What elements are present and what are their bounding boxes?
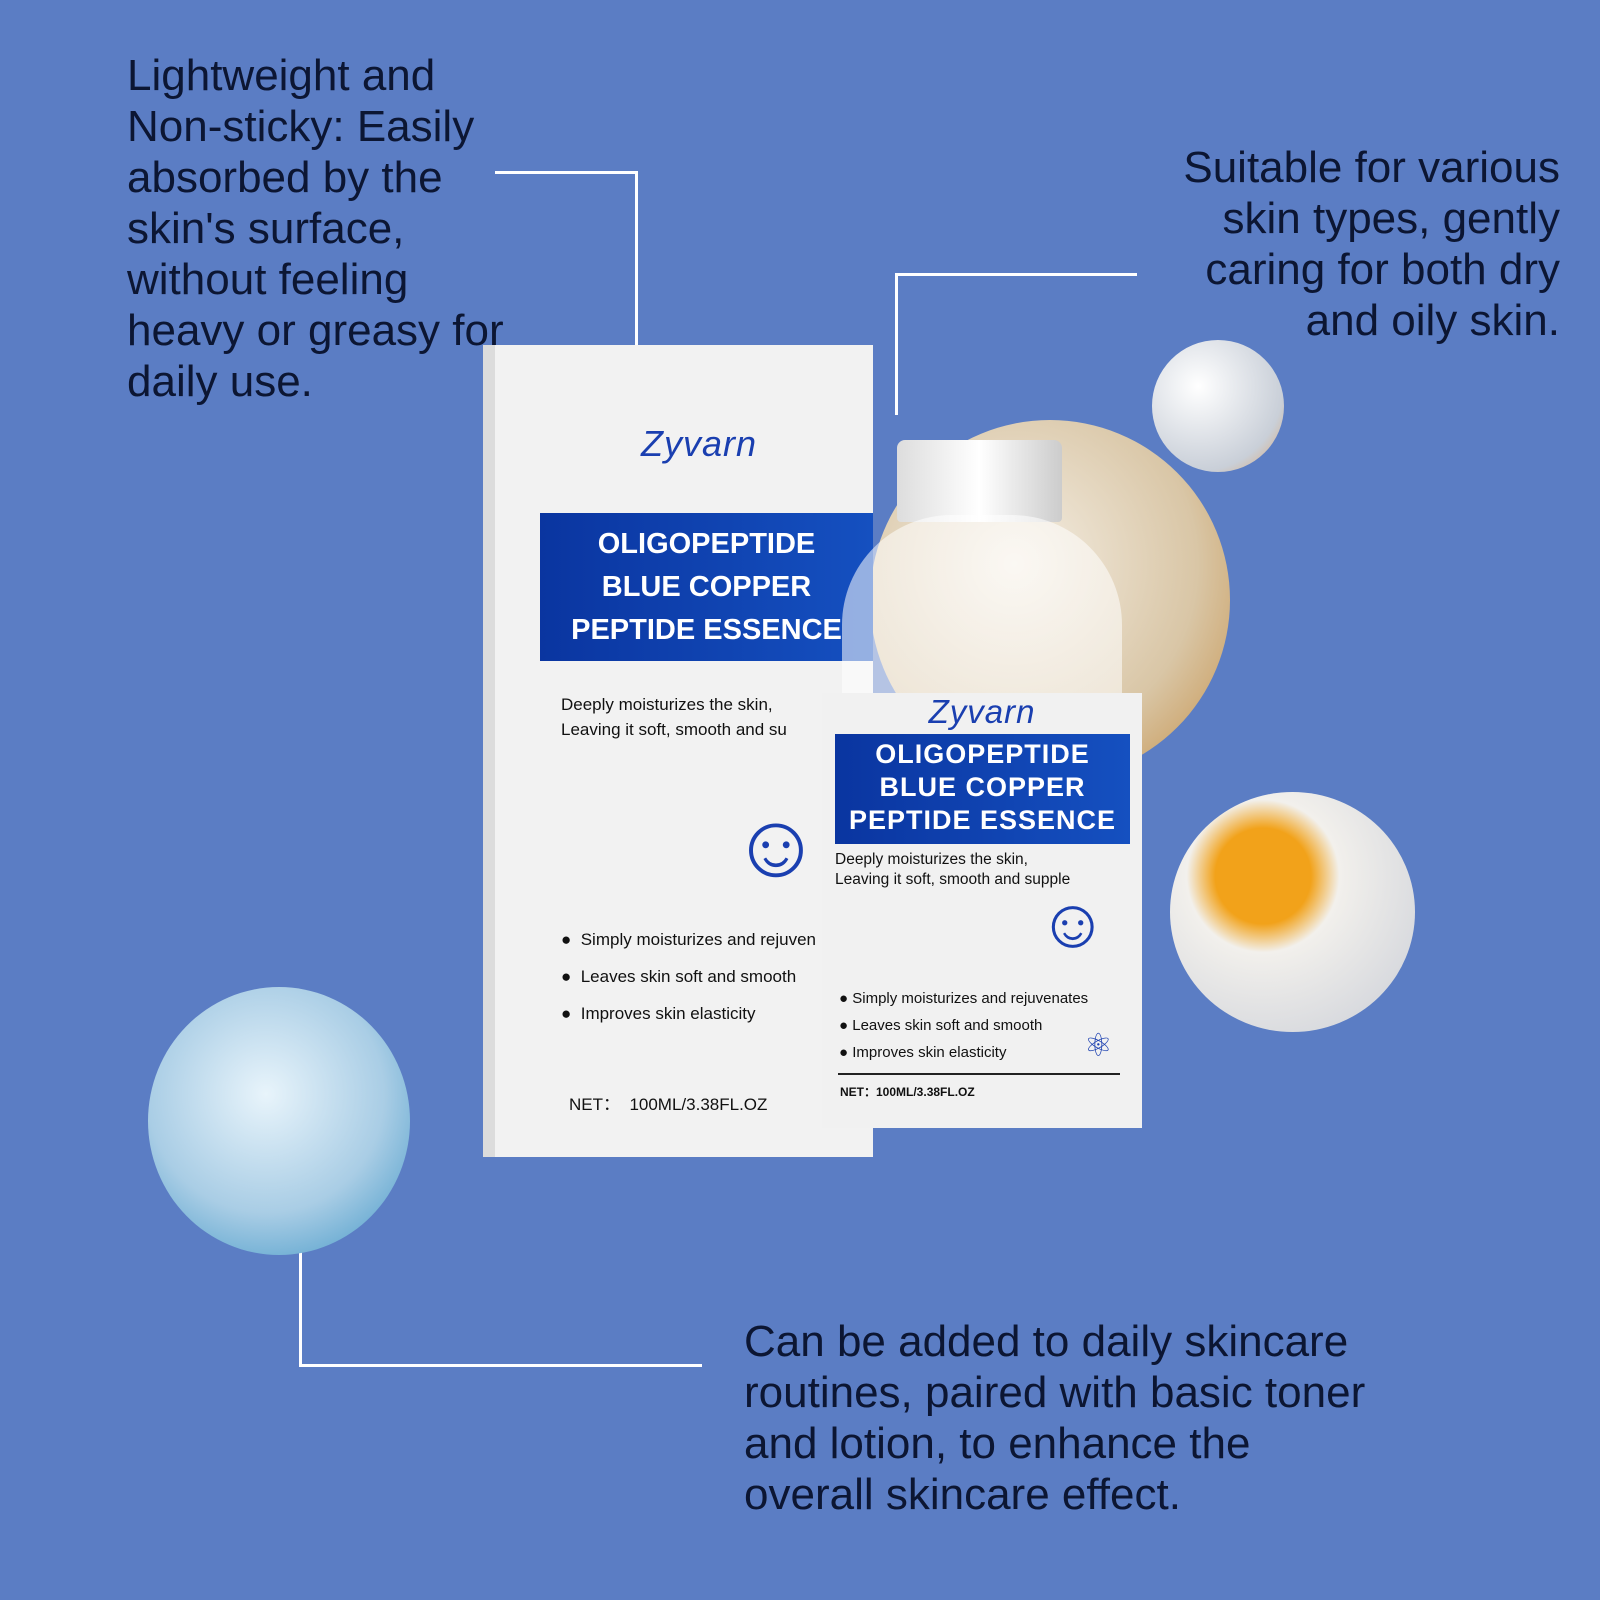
tagline-line: Leaving it soft, smooth and su [561, 720, 787, 739]
bottle-bullet: ● Leaves skin soft and smooth [839, 1017, 1043, 1034]
box-product-name: OLIGOPEPTIDE BLUE COPPER PEPTIDE ESSENCE [540, 513, 873, 661]
callout-line [635, 171, 638, 349]
name-line: PEPTIDE ESSENCE [571, 614, 842, 646]
face-icon: ☺ [1037, 884, 1109, 962]
bullet-text: Simply moisturizes and rejuven [580, 930, 816, 949]
product-box: Zyvarn OLIGOPEPTIDE BLUE COPPER PEPTIDE … [495, 345, 873, 1157]
box-tagline: Deeply moisturizes the skin, Leaving it … [561, 692, 787, 742]
feature-text-lightweight: Lightweight and Non-sticky: Easily absor… [127, 51, 504, 406]
callout-line [895, 273, 1137, 276]
bottle-cap [897, 440, 1062, 522]
name-line: OLIGOPEPTIDE [597, 528, 816, 560]
box-bullet: ● Leaves skin soft and smooth [561, 967, 797, 986]
name-line: BLUE COPPER [879, 772, 1086, 802]
bottle-brand-logo: Zyvarn [928, 693, 1036, 730]
feature-text-skin-types: Suitable for various skin types, gently … [1183, 143, 1560, 345]
callout-line [895, 273, 898, 415]
bottle-product-name: OLIGOPEPTIDE BLUE COPPER PEPTIDE ESSENCE [835, 734, 1130, 844]
tagline-line: Leaving it soft, smooth and supple [835, 871, 1071, 888]
divider [838, 1073, 1120, 1075]
bottle-label: Zyvarn OLIGOPEPTIDE BLUE COPPER PEPTIDE … [822, 693, 1142, 1128]
name-line: PEPTIDE ESSENCE [848, 805, 1117, 835]
serum-droplet-small [1152, 340, 1284, 472]
water-droplet [148, 987, 410, 1255]
callout-line [299, 1150, 302, 1367]
bottle-net-volume: NET：100ML/3.38FL.OZ [840, 1085, 975, 1099]
callout-line [495, 171, 638, 174]
box-brand-logo: Zyvarn [641, 423, 758, 464]
tagline-line: Deeply moisturizes the skin, [561, 695, 773, 714]
serum-droplet-orange [1170, 792, 1415, 1032]
bullet-text: Leaves skin soft and smooth [580, 967, 797, 986]
box-bullet: ● Simply moisturizes and rejuven [561, 930, 816, 949]
bullet-text: Improves skin elasticity [580, 1004, 756, 1023]
product-bottle: Zyvarn OLIGOPEPTIDE BLUE COPPER PEPTIDE … [822, 440, 1142, 1175]
bullet-text: Improves skin elasticity [852, 1044, 1007, 1061]
callout-line [299, 1364, 702, 1367]
molecule-icon: ⚛ [1084, 1027, 1113, 1063]
bottle-bullet: ● Improves skin elasticity [839, 1044, 1007, 1061]
face-icon: ☺ [730, 796, 822, 896]
bottle-tagline: Deeply moisturizes the skin, Leaving it … [835, 850, 1142, 890]
box-net-volume: NET： 100ML/3.38FL.OZ [569, 1095, 768, 1114]
tagline-line: Deeply moisturizes the skin, [835, 851, 1028, 868]
name-line: OLIGOPEPTIDE [875, 739, 1090, 769]
bottle-bullet: ● Simply moisturizes and rejuvenates [839, 990, 1089, 1007]
name-line: BLUE COPPER [601, 571, 812, 603]
box-side [483, 360, 495, 1157]
box-bullet: ● Improves skin elasticity [561, 1004, 756, 1023]
feature-text-routine: Can be added to daily skincare routines,… [744, 1317, 1366, 1519]
bullet-text: Leaves skin soft and smooth [852, 1017, 1043, 1034]
bullet-text: Simply moisturizes and rejuvenates [852, 990, 1089, 1007]
